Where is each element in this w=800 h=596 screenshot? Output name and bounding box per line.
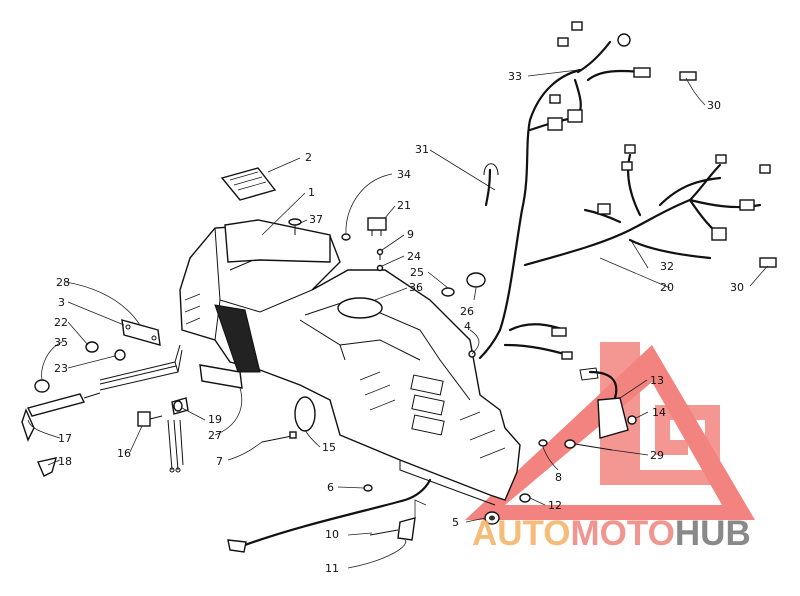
nut-22 bbox=[85, 341, 99, 353]
switch-17 bbox=[21, 392, 101, 442]
label-17: 17 bbox=[58, 432, 72, 445]
nut-24 bbox=[376, 264, 384, 272]
label-18: 18 bbox=[58, 455, 72, 468]
clip-18 bbox=[37, 457, 57, 477]
washer-25 bbox=[441, 287, 455, 297]
label-8: 8 bbox=[555, 471, 562, 484]
watermark-triangle bbox=[465, 345, 755, 520]
label-16: 16 bbox=[117, 447, 131, 460]
label-27: 27 bbox=[208, 429, 222, 442]
cable-wires bbox=[99, 344, 184, 473]
label-35: 35 bbox=[54, 336, 68, 349]
plug-19 bbox=[171, 397, 189, 415]
grommet-26 bbox=[466, 272, 486, 288]
bolt-29 bbox=[564, 439, 613, 451]
label-23: 23 bbox=[54, 362, 68, 375]
console-housing bbox=[179, 219, 521, 506]
label-13: 13 bbox=[650, 374, 664, 387]
watermark-part-hub: HUB bbox=[675, 514, 751, 553]
ground-cable bbox=[227, 478, 432, 553]
label-21: 21 bbox=[397, 199, 411, 212]
label-15: 15 bbox=[322, 441, 336, 454]
label-30b: 30 bbox=[730, 281, 744, 294]
washer-8 bbox=[538, 439, 548, 447]
label-12: 12 bbox=[548, 499, 562, 512]
regulator-13 bbox=[579, 367, 629, 439]
callout-labels: 2 1 37 34 21 9 24 25 36 26 4 31 33 30 32… bbox=[54, 70, 744, 575]
watermark-logo bbox=[465, 342, 755, 520]
relay-21 bbox=[367, 217, 387, 236]
screw-9 bbox=[376, 248, 384, 260]
screw-12 bbox=[519, 493, 531, 503]
key-16 bbox=[137, 411, 163, 427]
washer-34 bbox=[341, 233, 351, 241]
label-32: 32 bbox=[660, 260, 674, 273]
label-26: 26 bbox=[460, 305, 474, 318]
label-25: 25 bbox=[410, 266, 424, 279]
label-2: 2 bbox=[305, 151, 312, 164]
label-33: 33 bbox=[508, 70, 522, 83]
nut-14 bbox=[627, 415, 637, 425]
label-1: 1 bbox=[308, 186, 315, 199]
label-9: 9 bbox=[407, 228, 414, 241]
connector-10-11 bbox=[369, 517, 416, 541]
label-30a: 30 bbox=[707, 99, 721, 112]
watermark-part-auto: AUTO bbox=[472, 514, 571, 553]
bracket-3 bbox=[121, 319, 161, 346]
label-4: 4 bbox=[464, 320, 471, 333]
fastener-37 bbox=[288, 218, 302, 235]
watermark-text: AUTOMOTOHUB bbox=[472, 514, 751, 553]
label-31: 31 bbox=[415, 143, 429, 156]
watermark-wordmark: AUTOMOTOHUB bbox=[472, 514, 751, 553]
label-36: 36 bbox=[409, 281, 423, 294]
knob-23 bbox=[114, 349, 126, 361]
label-3: 3 bbox=[58, 296, 65, 309]
wiring-harness bbox=[478, 21, 777, 360]
label-6: 6 bbox=[327, 481, 334, 494]
label-22: 22 bbox=[54, 316, 68, 329]
watermark-g-mark bbox=[600, 342, 720, 485]
label-7: 7 bbox=[216, 455, 223, 468]
screw-7 bbox=[261, 431, 297, 443]
label-5: 5 bbox=[452, 516, 459, 529]
label-20: 20 bbox=[660, 281, 674, 294]
label-34: 34 bbox=[397, 168, 411, 181]
label-19: 19 bbox=[208, 413, 222, 426]
screw-6 bbox=[363, 484, 373, 492]
label-37: 37 bbox=[309, 213, 323, 226]
decal-plate bbox=[220, 167, 277, 201]
leader-lines bbox=[27, 69, 769, 569]
label-14: 14 bbox=[652, 406, 666, 419]
bracket-27 bbox=[199, 364, 243, 389]
bezel-35 bbox=[34, 379, 50, 393]
label-28: 28 bbox=[56, 276, 70, 289]
watermark-part-moto: MOTO bbox=[571, 514, 675, 553]
label-29: 29 bbox=[650, 449, 664, 462]
lens-15 bbox=[294, 396, 316, 432]
label-11: 11 bbox=[325, 562, 339, 575]
label-24: 24 bbox=[407, 250, 421, 263]
label-10: 10 bbox=[325, 528, 339, 541]
